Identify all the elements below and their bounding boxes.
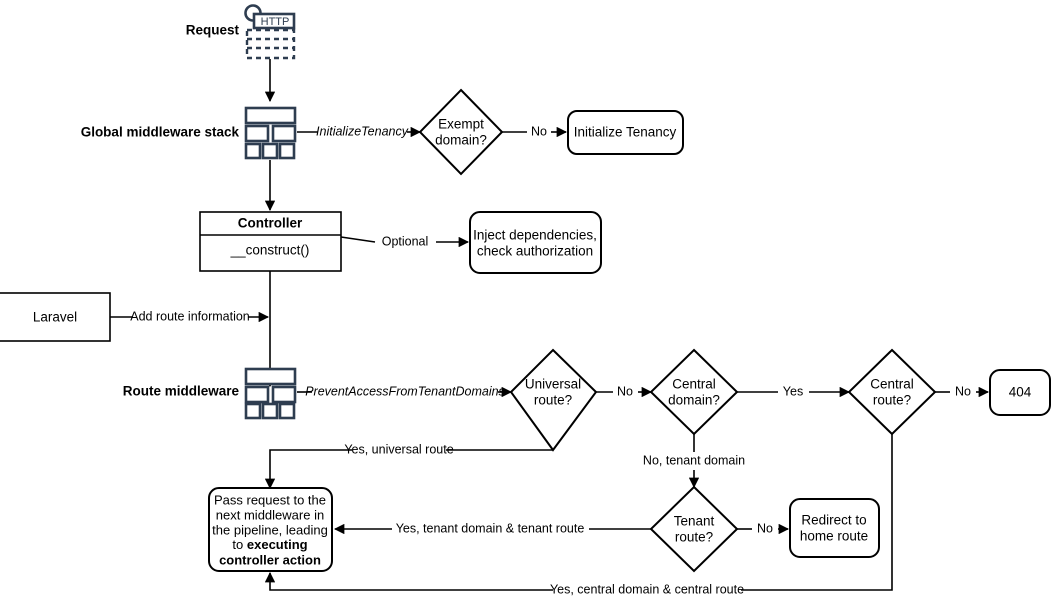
central-route-line1: Central (870, 377, 914, 392)
pass-request-line5-bold: controller action (219, 552, 321, 567)
central-route-line2: route? (873, 393, 911, 408)
controller-method: __construct() (230, 243, 310, 258)
edge-label-add-route-information: Add route information (130, 309, 250, 323)
universal-route-line1: Universal (525, 377, 581, 392)
central-domain-line1: Central (672, 377, 716, 392)
exempt-domain-line1: Exempt (438, 117, 484, 132)
pass-request-line2: next middleware in (216, 507, 324, 522)
edge-label-prevent-access: PreventAccessFromTenantDomains (305, 384, 505, 398)
central-domain-line2: domain? (668, 393, 720, 408)
universal-route-line2: route? (534, 393, 572, 408)
edge-label-no-tenant-domain: No, tenant domain (643, 453, 745, 467)
edge-central-route-yes-to-pass-request (264, 571, 553, 591)
middleware-stack-icon-global (244, 106, 297, 160)
decision-universal-route: Universal route? (509, 348, 598, 452)
http-request-icon: HTTP (244, 4, 296, 60)
redirect-line1: Redirect to (801, 513, 866, 528)
edge-label-central-route-no: No (955, 384, 971, 398)
edge-label-yes-universal-route: Yes, universal route (344, 442, 453, 456)
edge-label-initialize-tenancy: InitializeTenancy (316, 124, 409, 138)
decision-tenant-route: Tenant route? (649, 485, 739, 573)
edge-universal-yes-to-pass-request (264, 449, 352, 490)
laravel-label: Laravel (33, 310, 77, 325)
lane-label-global-middleware: Global middleware stack (81, 125, 240, 140)
edge-label-optional: Optional (382, 234, 429, 248)
404-label: 404 (1009, 385, 1032, 400)
pass-request-line1: Pass request to the (214, 492, 326, 507)
controller-title: Controller (238, 216, 303, 231)
middleware-stack-icon-route (244, 367, 297, 420)
pass-request-line4-bold: executing (247, 537, 308, 552)
node-redirect-home-route: Redirect to home route (789, 498, 880, 558)
pass-request-line4: to executing (232, 537, 307, 552)
edge-label-yes-tenant-domain-tenant-route: Yes, tenant domain & tenant route (396, 521, 585, 535)
pass-request-line4-normal: to (232, 537, 246, 552)
tenant-route-line1: Tenant (674, 514, 715, 529)
edge-label-universal-no: No (617, 384, 633, 398)
decision-central-domain: Central domain? (649, 348, 739, 436)
http-icon-label: HTTP (261, 16, 290, 28)
node-inject-dependencies: Inject dependencies, check authorization (469, 211, 602, 274)
inject-line2: check authorization (477, 244, 593, 259)
edge-central-route-yes-h1 (741, 434, 893, 591)
decision-exempt-domain: Exempt domain? (418, 88, 504, 176)
node-initialize-tenancy: Initialize Tenancy (567, 110, 684, 155)
inject-line1: Inject dependencies, (473, 228, 597, 243)
decision-central-route: Central route? (847, 348, 937, 436)
edge-label-exempt-no: No (531, 124, 547, 138)
node-404: 404 (989, 369, 1051, 416)
edge-label-tenant-route-no: No (757, 521, 773, 535)
edge-optional-stub (340, 236, 376, 243)
lane-label-route-middleware: Route middleware (123, 384, 240, 399)
node-pass-request: Pass request to the next middleware in t… (208, 487, 333, 572)
edge-label-central-domain-yes: Yes (783, 384, 803, 398)
pass-request-line3: the pipeline, leading (212, 522, 328, 537)
tenant-route-line2: route? (675, 530, 713, 545)
exempt-domain-line2: domain? (435, 133, 487, 148)
redirect-line2: home route (800, 529, 868, 544)
node-controller-class: Controller __construct() (199, 211, 342, 272)
lane-label-request: Request (186, 23, 240, 38)
node-laravel: Laravel (0, 292, 111, 342)
initialize-tenancy-label: Initialize Tenancy (574, 125, 677, 140)
edge-label-yes-central-domain-central-route: Yes, central domain & central route (550, 582, 744, 596)
